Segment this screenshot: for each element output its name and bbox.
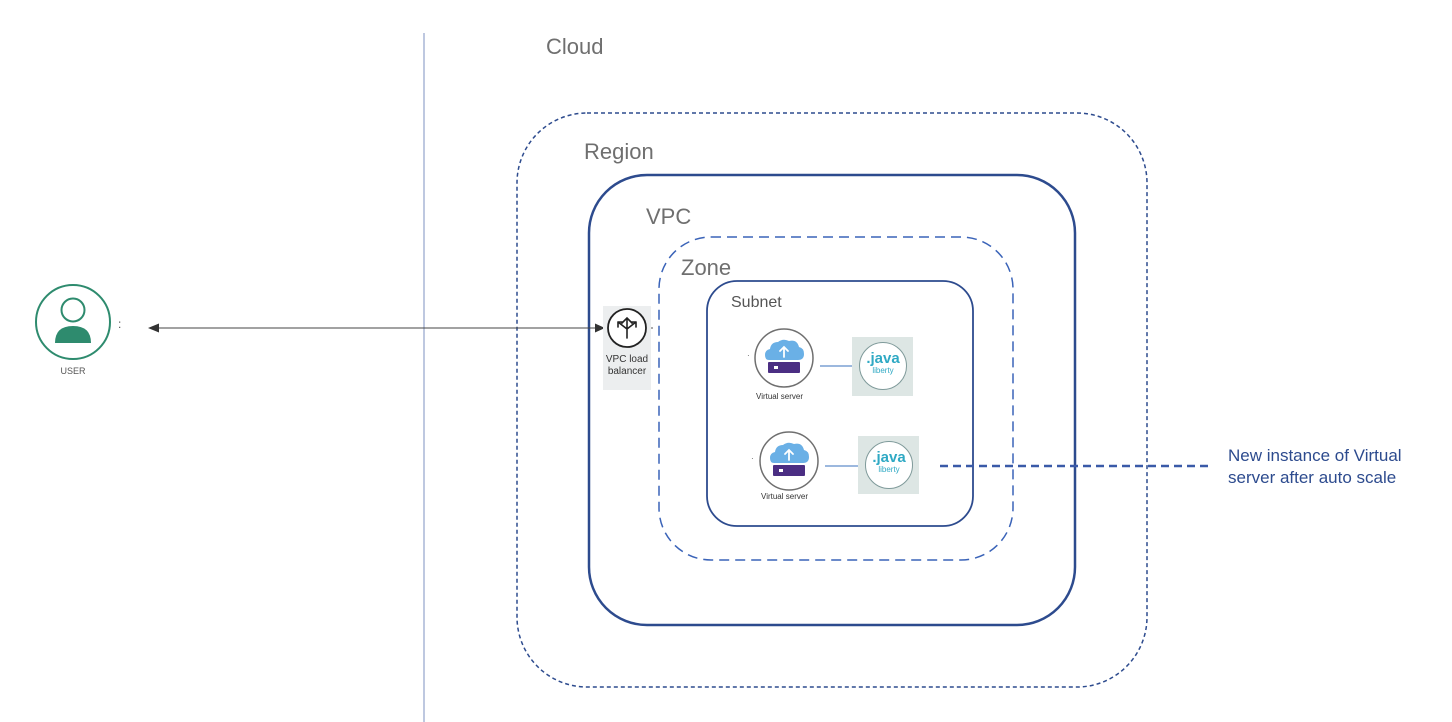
java-liberty-icon: .java liberty [865,441,913,489]
cloud-label: Cloud [546,34,604,59]
virtual-server-label: Virtual server [761,492,808,501]
autoscale-annotation: New instance of Virtual server after aut… [1228,446,1402,487]
zone-boundary [658,236,1014,561]
java-sub: liberty [878,465,900,474]
arrowhead-left [148,323,159,333]
virtual-server-icon [759,431,819,491]
user-icon [35,284,111,360]
java-sub: liberty [872,366,894,375]
subnet-boundary [706,280,974,527]
server-mark-1: · [747,351,750,360]
load-balancer-icon [603,306,651,390]
vpc-boundary [587,173,1077,627]
user-dots: : [118,317,121,331]
user-label: USER [60,366,86,376]
arrowhead-right [595,323,605,333]
region-boundary [516,112,1148,688]
region-label: Region [584,139,654,164]
virtual-server-icon [754,328,814,388]
java-word: .java [866,350,900,367]
java-liberty-icon: .java liberty [859,342,907,390]
zone-label: Zone [681,255,732,280]
load-balancer-label: VPC load balancer [605,354,649,377]
vpc-label: VPC [646,204,692,229]
server-mark-2: · [751,454,754,463]
java-word: .java [872,449,906,466]
virtual-server-label: Virtual server [756,392,803,401]
subnet-label: Subnet [731,294,782,311]
